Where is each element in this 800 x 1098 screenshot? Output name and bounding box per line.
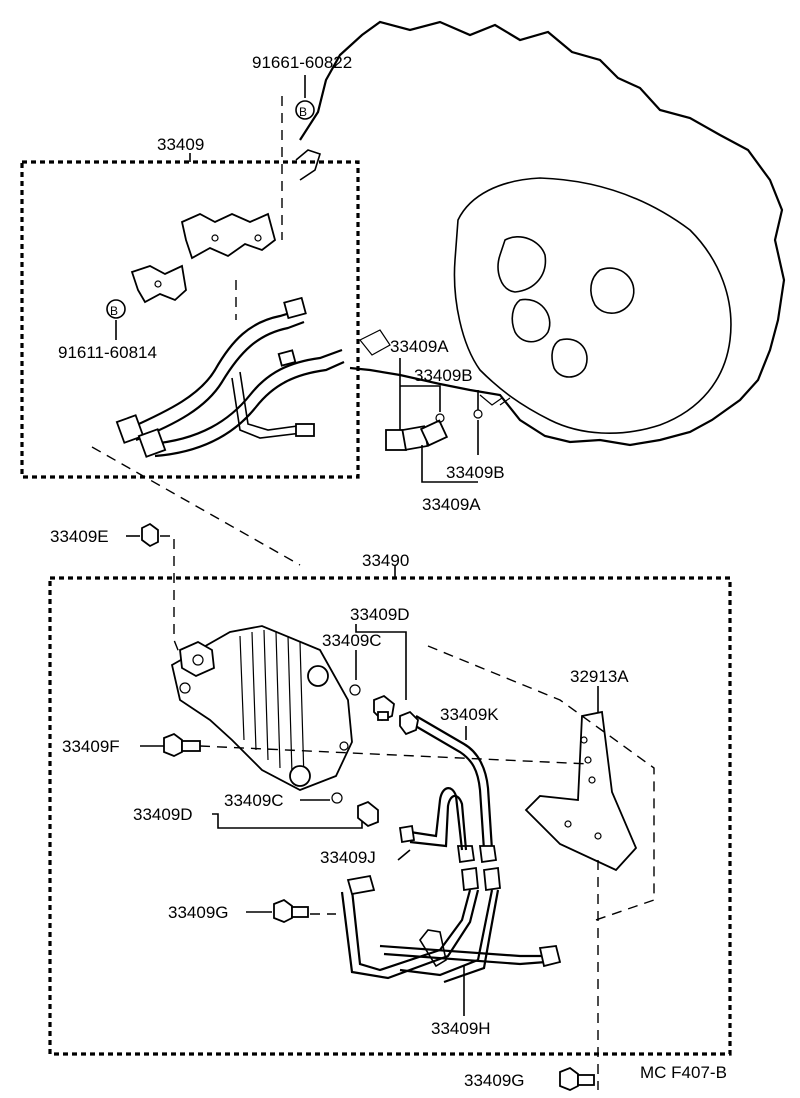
oil-pipe-33409H — [340, 866, 562, 984]
bolt-b-mark-left — [106, 299, 126, 319]
label-32913A: 32913A — [570, 667, 629, 686]
label-33409K: 33409K — [440, 705, 499, 724]
label-91661-60822: 91661-60822 — [252, 53, 352, 72]
bracket-32913A — [524, 710, 638, 872]
bolt-33409F — [163, 732, 201, 757]
oil-cooler — [170, 625, 353, 791]
label-33409A-top: 33409A — [390, 337, 449, 356]
bolt-33409G-bottom — [559, 1066, 595, 1091]
figure-code: MC F407-B — [640, 1063, 727, 1082]
label-33409H: 33409H — [431, 1019, 491, 1038]
label-33409J: 33409J — [320, 848, 376, 867]
connector-fittings-upper — [385, 409, 483, 451]
label-33409A-bottom: 33409A — [422, 495, 481, 514]
bolt-b-mark-top-text: B — [299, 105, 307, 119]
oil-pipe-clamp-lower — [130, 264, 187, 304]
label-33490: 33490 — [362, 551, 409, 570]
nut-33409E — [141, 522, 159, 548]
label-33409F: 33409F — [62, 737, 120, 756]
label-33409G-mid: 33409G — [168, 903, 229, 922]
transmission-housing — [295, 20, 786, 447]
o-ring-33409C-mid — [331, 792, 343, 804]
union-33409D-mid — [357, 800, 379, 828]
pipe-assembly-box — [20, 160, 360, 479]
bolt-b-mark-top — [295, 100, 315, 120]
oil-cooler-pipe-upper — [115, 296, 345, 458]
oil-pipe-33409J — [398, 787, 468, 851]
label-33409C-mid: 33409C — [224, 791, 284, 810]
label-33409B-bottom: 33409B — [446, 463, 505, 482]
oil-pipe-33409K — [399, 710, 498, 864]
label-33409G-bottom: 33409G — [464, 1071, 525, 1090]
label-91611-60814: 91611-60814 — [58, 343, 157, 362]
o-ring-33409C-top — [349, 684, 361, 696]
oil-pipe-clamp-upper — [180, 212, 277, 260]
label-33409D-top: 33409D — [350, 605, 410, 624]
union-33409D-top — [373, 694, 395, 722]
label-33409D-mid: 33409D — [133, 805, 193, 824]
bolt-33409G-mid — [273, 898, 309, 923]
label-33409E: 33409E — [50, 527, 109, 546]
label-33409B-top: 33409B — [414, 366, 473, 385]
bolt-b-mark-left-text: B — [110, 304, 118, 318]
assembly-link-line — [91, 446, 301, 566]
label-33409: 33409 — [157, 135, 204, 154]
cooler-assembly-box — [48, 576, 732, 1056]
label-33409C-top: 33409C — [322, 631, 382, 650]
